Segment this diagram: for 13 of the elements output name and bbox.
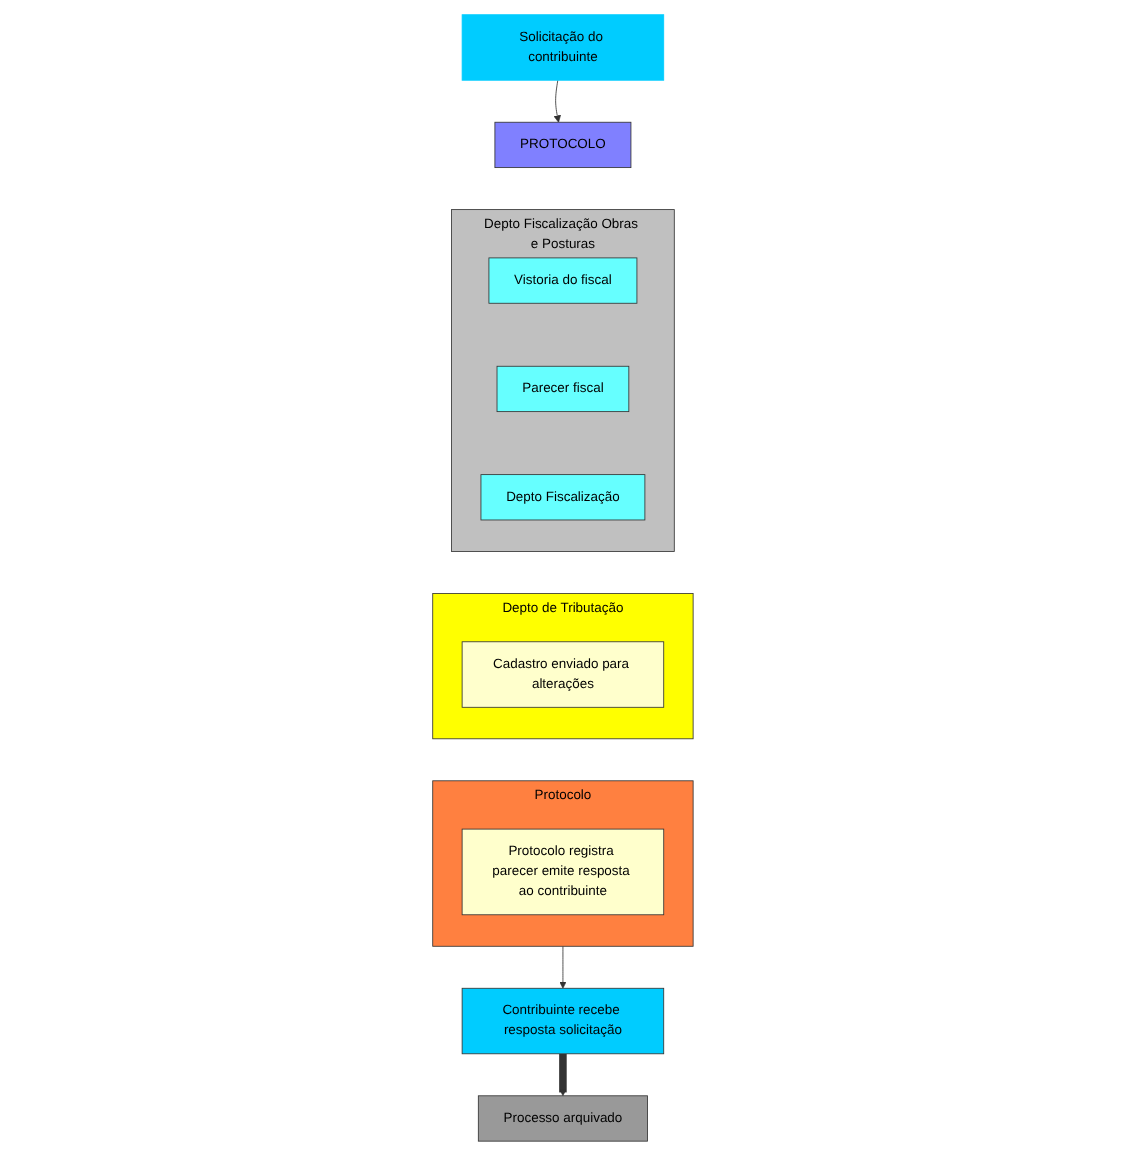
node-box [496,365,630,413]
node-box [477,1095,648,1142]
cluster [432,780,694,947]
node-box [461,987,665,1055]
node-box [480,474,646,521]
node-box [461,641,665,708]
cluster [451,209,675,552]
node-box [461,14,665,81]
node-box [494,121,632,169]
arrow [559,1053,567,1097]
cluster [432,593,694,740]
node-box [461,828,665,916]
node-box [488,257,638,304]
